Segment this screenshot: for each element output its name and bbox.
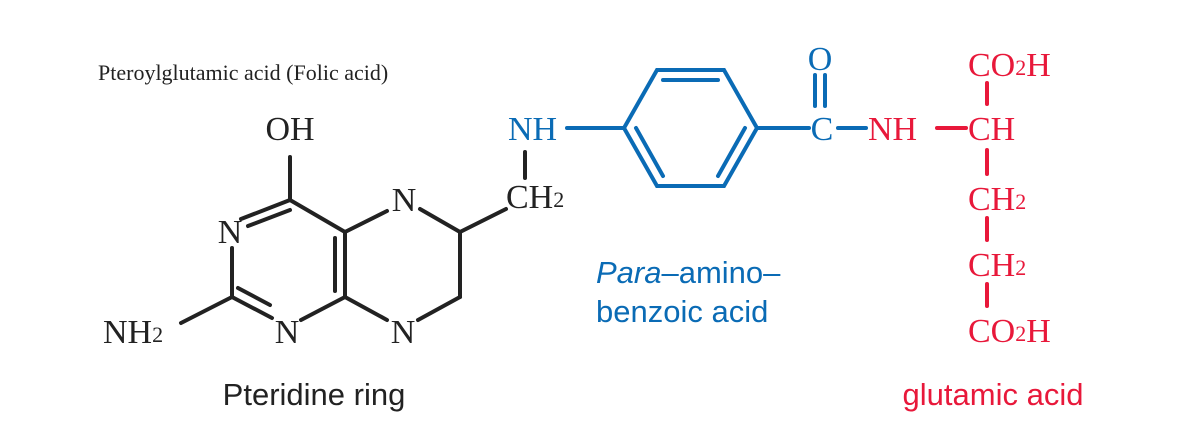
- bond-n1-c8a: [299, 295, 347, 322]
- n3-atom: N: [218, 214, 243, 251]
- paba-label-line2: benzoic acid: [596, 294, 768, 329]
- ch2-b-group: CH2: [968, 247, 1026, 284]
- co2h-top-group: CO2H: [968, 47, 1051, 84]
- paba-bonds: [565, 68, 868, 188]
- paba-label-line1: Para–amino–: [596, 255, 781, 290]
- co2h-bottom-group: CO2H: [968, 313, 1051, 350]
- benzene-inner-lower-right: [716, 126, 747, 178]
- n8-atom: N: [391, 314, 416, 351]
- carbonyl-oxygen: O: [808, 41, 833, 78]
- glutamate-atoms: NH CH CO2H CH2 CH2 CO2H: [868, 47, 1051, 350]
- benzene-inner-lower-left: [634, 126, 665, 178]
- bond-c4a-n5: [343, 209, 389, 234]
- bond-c4-n3: [239, 198, 292, 221]
- paba-atoms: NH O C: [508, 41, 833, 148]
- ch2-bridge-group: CH2: [506, 179, 564, 216]
- bond-c4-c4a: [288, 198, 347, 234]
- nh-amine: NH: [508, 111, 557, 148]
- glutamic-acid-label: glutamic acid: [903, 377, 1084, 412]
- bond-c2-nh2: [179, 295, 234, 325]
- benzene-ring: [621, 68, 760, 188]
- bond-c2-n1-inner: [236, 286, 272, 307]
- bond-c2-n1: [230, 295, 274, 320]
- nh-amide: NH: [868, 111, 917, 148]
- carbonyl-carbon: C: [811, 111, 834, 148]
- diagram-title: Pteroylglutamic acid (Folic acid): [98, 60, 388, 85]
- bond-c4-n3-inner: [246, 208, 292, 228]
- bond-n5-c6: [418, 207, 462, 234]
- bond-c6-ch2: [458, 207, 508, 234]
- glutamate-bonds: [935, 81, 989, 308]
- nh2-group: NH2: [103, 314, 163, 351]
- oh-atom: OH: [265, 111, 314, 148]
- bond-c8a-n8: [343, 295, 389, 322]
- pteridine-bonds: [179, 150, 527, 325]
- n5-atom: N: [392, 182, 417, 219]
- ch2-a-group: CH2: [968, 181, 1026, 218]
- pteridine-ring-label: Pteridine ring: [223, 377, 406, 412]
- bond-c7-n8: [416, 295, 462, 322]
- n1-atom: N: [275, 314, 300, 351]
- alpha-ch: CH: [968, 111, 1015, 148]
- pteridine-atoms: OH N N N N NH2 CH2: [103, 111, 564, 351]
